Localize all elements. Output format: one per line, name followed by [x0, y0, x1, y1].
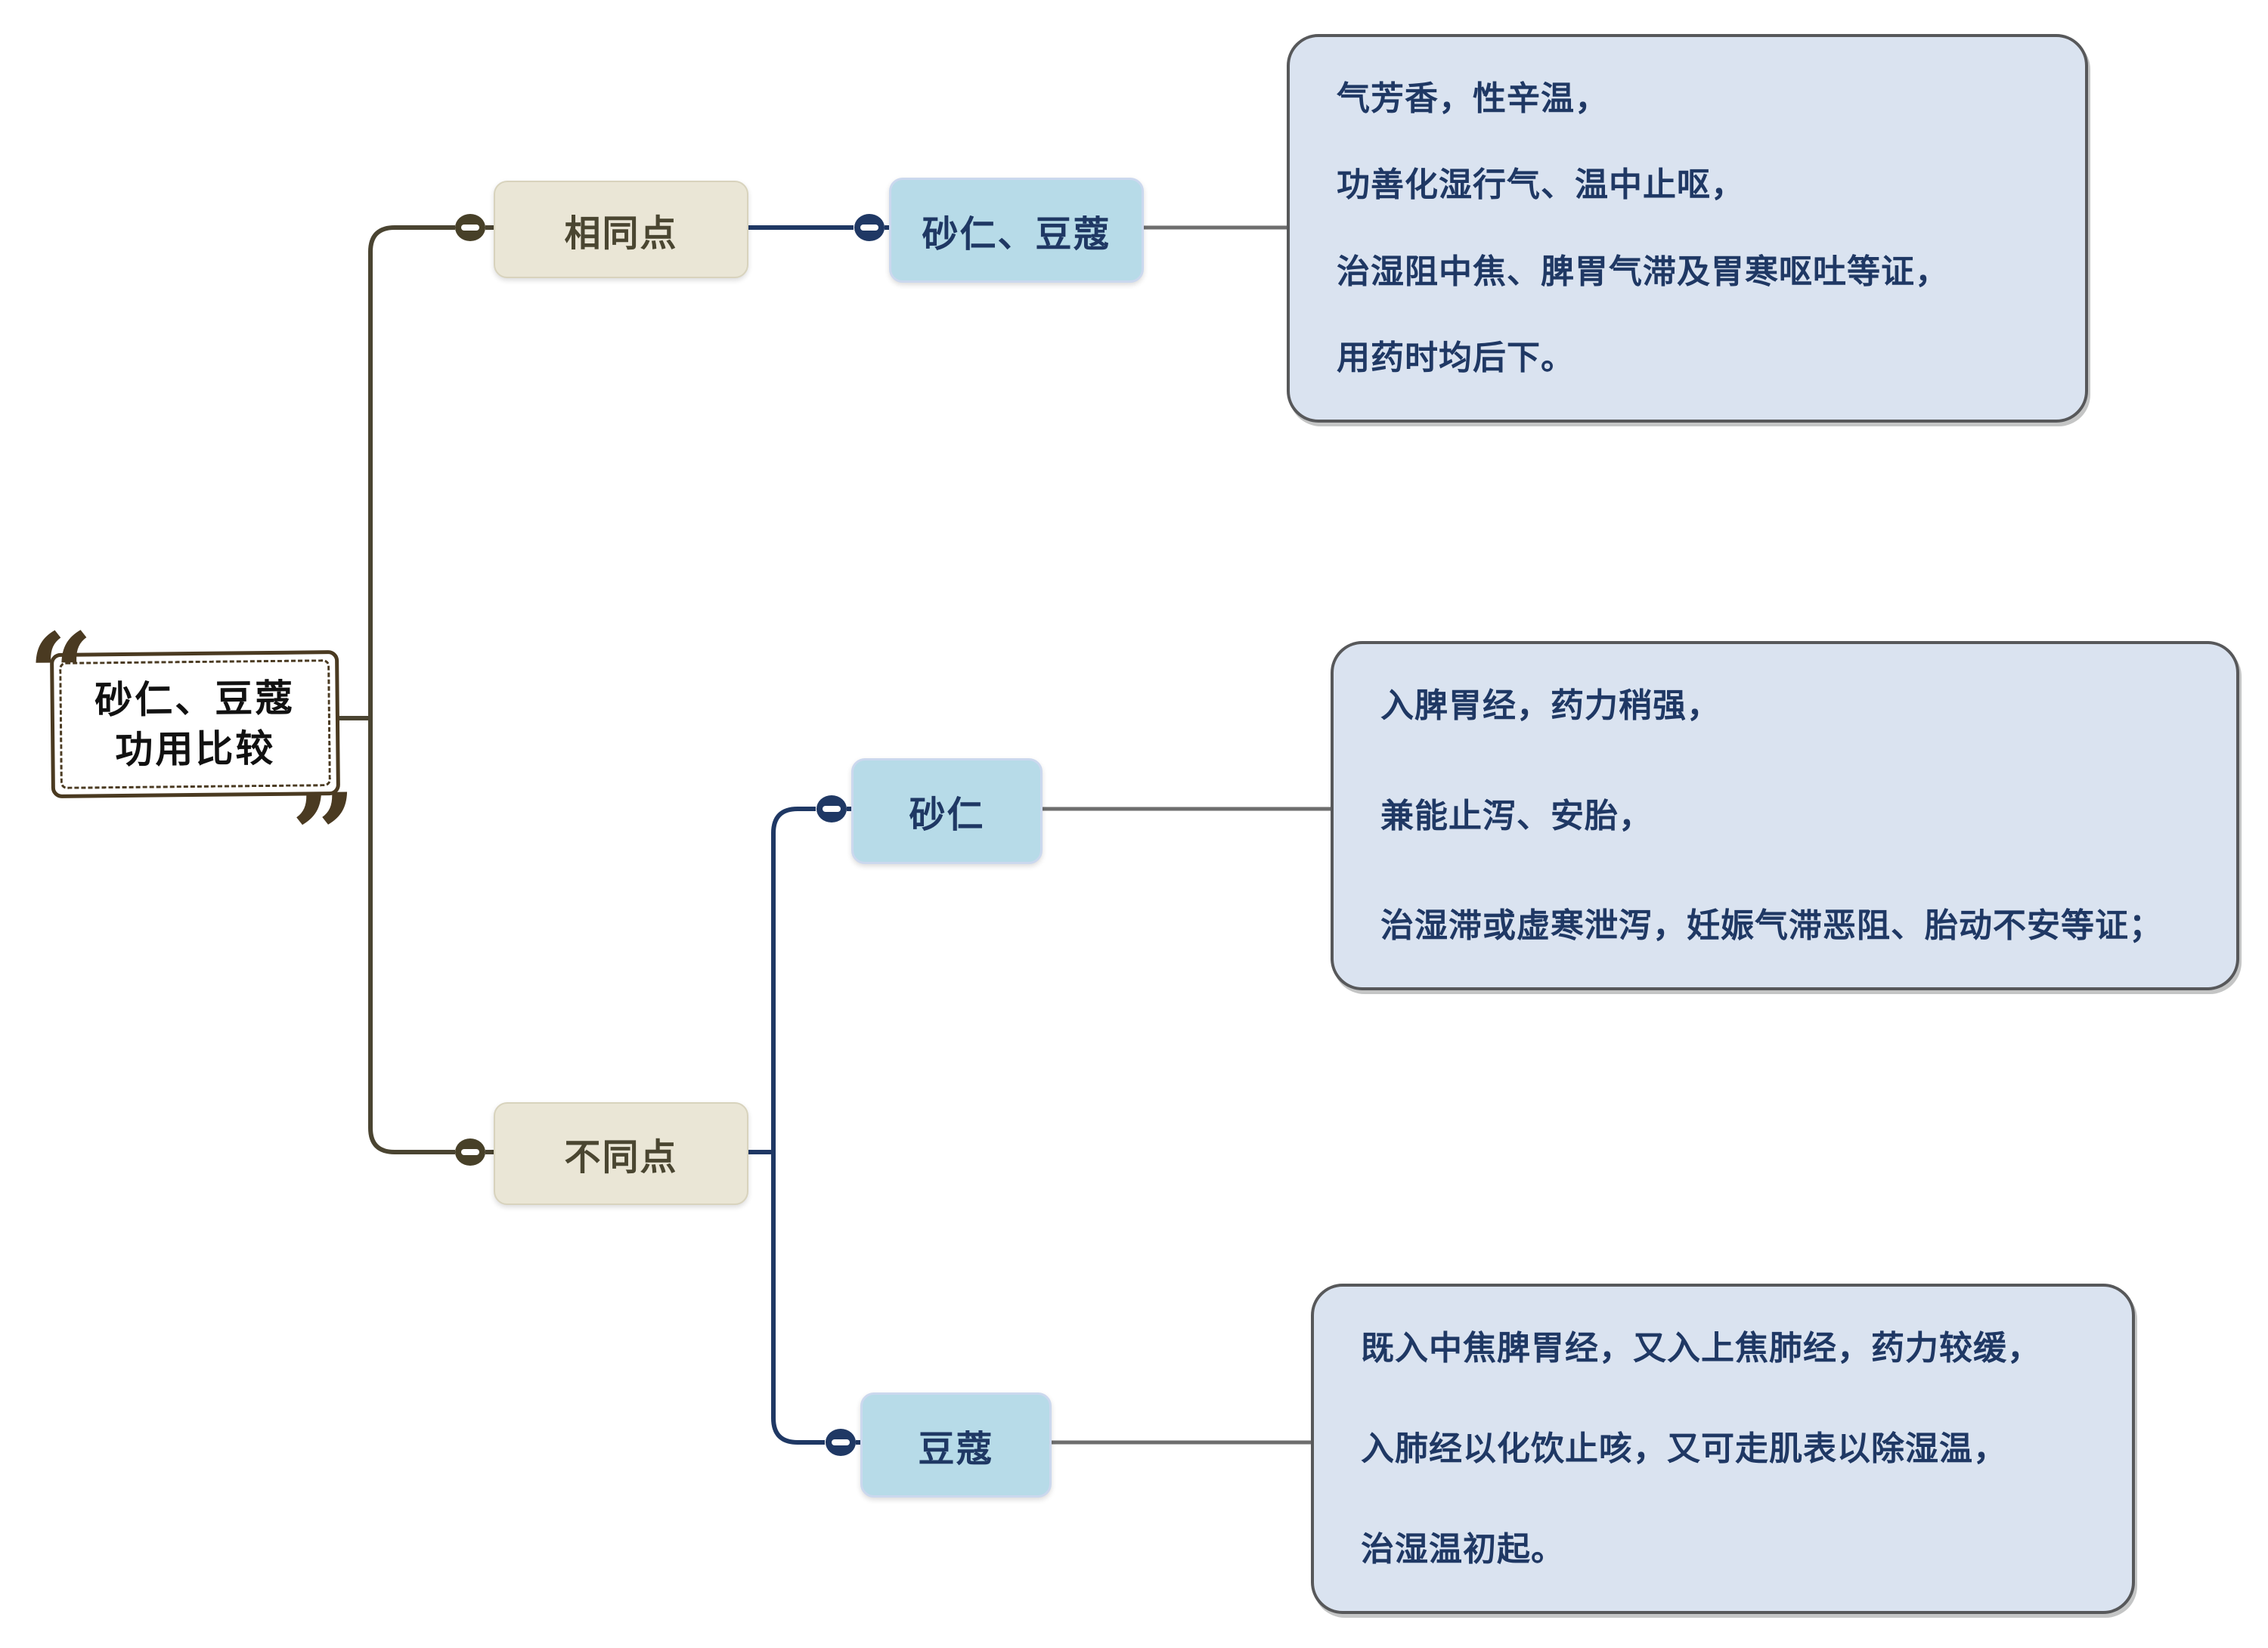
detail-line: 入脾胃经，药力稍强，	[1380, 686, 1721, 725]
collapse-toggle-sharen[interactable]	[816, 795, 847, 822]
detail-doukou: 既入中焦脾胃经，又入上焦肺经，药力较缓， 入肺经以化饮止咳，又可走肌表以除湿温，…	[1311, 1284, 2135, 1614]
edge-root-diff	[368, 718, 455, 1154]
node-doukou-label: 豆蔻	[918, 1427, 994, 1470]
root-title: 砂仁、豆蔻 功用比较	[59, 659, 331, 789]
collapse-toggle-same[interactable]	[455, 214, 485, 241]
edge-diff-sharen	[771, 807, 816, 1152]
collapse-toggle-diff[interactable]	[455, 1138, 485, 1166]
node-sharen[interactable]: 砂仁	[851, 758, 1043, 864]
node-diff-label: 不同点	[564, 1136, 678, 1179]
detail-line: 功善化湿行气、温中止呕，	[1337, 166, 1745, 205]
node-sharen-label: 砂仁	[909, 794, 985, 836]
edge-root-same	[368, 225, 455, 718]
detail-line: 治湿滞或虚寒泄泻，妊娠气滞恶阻、胎动不安等证；	[1380, 906, 2163, 945]
detail-line: 既入中焦脾胃经，又入上焦肺经，药力较缓，	[1361, 1329, 2041, 1368]
collapse-toggle-same-pair[interactable]	[854, 214, 885, 241]
node-same[interactable]: 相同点	[494, 181, 748, 278]
node-diff[interactable]: 不同点	[494, 1102, 748, 1205]
node-same-pair[interactable]: 砂仁、豆蔻	[889, 178, 1144, 283]
detail-line: 用药时均后下。	[1337, 338, 1575, 377]
detail-same-pair: 气芳香，性辛温， 功善化湿行气、温中止呕， 治湿阻中焦、脾胃气滞及胃寒呕吐等证，…	[1287, 34, 2088, 423]
node-doukou[interactable]: 豆蔻	[860, 1392, 1052, 1498]
detail-line: 兼能止泻、安胎，	[1380, 796, 1653, 835]
detail-sharen: 入脾胃经，药力稍强， 兼能止泻、安胎， 治湿滞或虚寒泄泻，妊娠气滞恶阻、胎动不安…	[1331, 641, 2239, 990]
edge-diff-doukou	[771, 1152, 825, 1445]
node-same-pair-label: 砂仁、豆蔻	[922, 212, 1111, 256]
root-node[interactable]: 砂仁、豆蔻 功用比较 “ ”	[27, 608, 357, 902]
detail-line: 治湿温初起。	[1361, 1530, 1565, 1569]
detail-line: 治湿阻中焦、脾胃气滞及胃寒呕吐等证，	[1337, 252, 1949, 291]
root-title-line1: 砂仁、豆蔻	[94, 676, 296, 723]
detail-line: 气芳香，性辛温，	[1337, 79, 1609, 118]
node-same-label: 相同点	[564, 212, 678, 255]
collapse-toggle-doukou[interactable]	[826, 1429, 856, 1456]
root-title-line2: 功用比较	[115, 726, 276, 773]
detail-line: 入肺经以化饮止咳，又可走肌表以除湿温，	[1361, 1430, 2007, 1468]
